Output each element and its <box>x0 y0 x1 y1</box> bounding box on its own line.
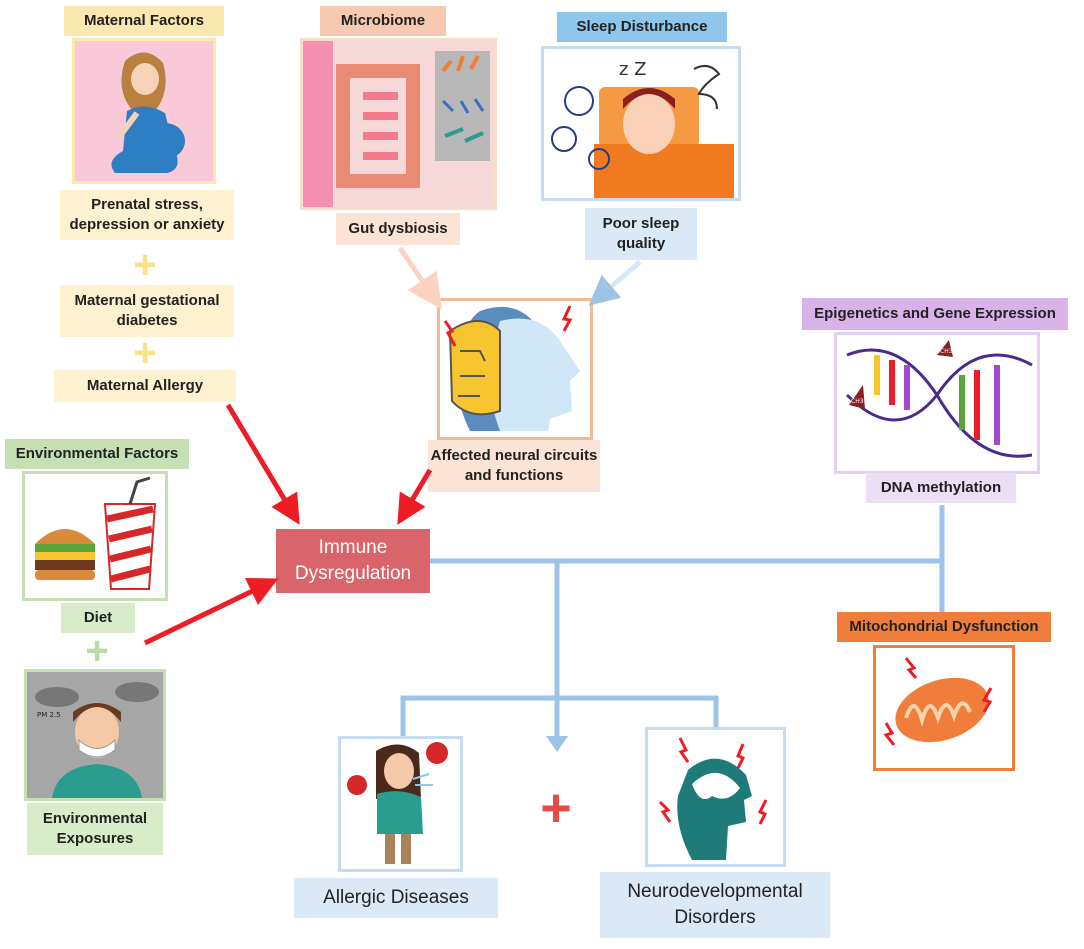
soda-cup-icon <box>103 476 157 590</box>
immune-dysregulation-box: Immune Dysregulation <box>276 529 430 593</box>
poor-sleep-label: Poor sleep quality <box>585 208 697 260</box>
head-lightning-icon <box>658 737 768 860</box>
sleep-disturbance-header: Sleep Disturbance <box>557 12 727 42</box>
environmental-factors-header: Environmental Factors <box>5 439 189 469</box>
svg-text:CH3: CH3 <box>940 348 953 355</box>
maternal-image-frame <box>72 38 216 184</box>
diet-image-frame <box>22 471 168 601</box>
microbiome-image-frame <box>300 38 497 210</box>
maternal-plus-icon-2: + <box>133 331 157 375</box>
exposure-image-frame: PM 2.5 <box>24 669 166 801</box>
arrow-neural-to-immune <box>397 468 433 525</box>
pregnant-woman-icon <box>111 52 185 173</box>
masked-person-icon: PM 2.5 <box>35 682 159 798</box>
gestational-diabetes-label: Maternal gestational diabetes <box>60 285 234 337</box>
microbiome-header: Microbiome <box>320 6 446 36</box>
mitochondria-image-frame <box>873 645 1015 771</box>
maternal-allergy-label: Maternal Allergy <box>54 370 236 402</box>
svg-text:z Z: z Z <box>619 59 647 80</box>
environmental-exposures-label: Environmental Exposures <box>27 803 163 855</box>
epigenetics-header: Epigenetics and Gene Expression <box>802 298 1068 330</box>
arrow-maternal-to-immune <box>225 403 300 525</box>
dna-methylation-label: DNA methylation <box>866 473 1016 503</box>
neurodevelopmental-disorders-label: Neurodevelopmental Disorders <box>600 872 830 938</box>
maternal-plus-icon-1: + <box>133 243 157 287</box>
neural-image-frame <box>437 298 593 440</box>
neuro-image-frame <box>645 727 786 867</box>
svg-text:CH3: CH3 <box>851 398 864 405</box>
gut-icon <box>303 41 490 207</box>
clock-icon <box>551 86 610 170</box>
dna-helix-icon: CH3 CH3 <box>845 340 1033 458</box>
diet-label: Diet <box>61 603 135 633</box>
neural-circuits-label: Affected neural circuits and functions <box>428 440 600 492</box>
sneezing-girl-icon <box>347 742 448 864</box>
mitochondrial-dysfunction-header: Mitochondrial Dysfunction <box>837 612 1051 642</box>
arrow-microbiome-to-neural <box>397 246 442 310</box>
svg-text:PM 2.5: PM 2.5 <box>37 711 61 719</box>
mitochondria-icon <box>883 657 993 746</box>
sleeping-boy-icon: z Z <box>551 59 734 198</box>
maternal-factors-header: Maternal Factors <box>64 6 224 36</box>
allergic-image-frame <box>338 736 463 872</box>
outcomes-plus-icon: + <box>540 777 572 838</box>
sleep-image-frame: z Z <box>541 46 741 201</box>
bacteria-icon <box>435 51 490 161</box>
burger-icon <box>35 529 95 580</box>
arrow-sleep-to-neural <box>588 260 642 306</box>
gut-dysbiosis-label: Gut dysbiosis <box>336 213 460 245</box>
prenatal-stress-label: Prenatal stress, depression or anxiety <box>60 190 234 240</box>
brain-circuit-icon <box>443 305 580 431</box>
allergic-diseases-label: Allergic Diseases <box>294 878 498 918</box>
dna-image-frame: CH3 CH3 <box>834 332 1040 474</box>
environment-plus-icon: + <box>85 629 109 673</box>
arrow-to-outcomes <box>546 736 568 752</box>
